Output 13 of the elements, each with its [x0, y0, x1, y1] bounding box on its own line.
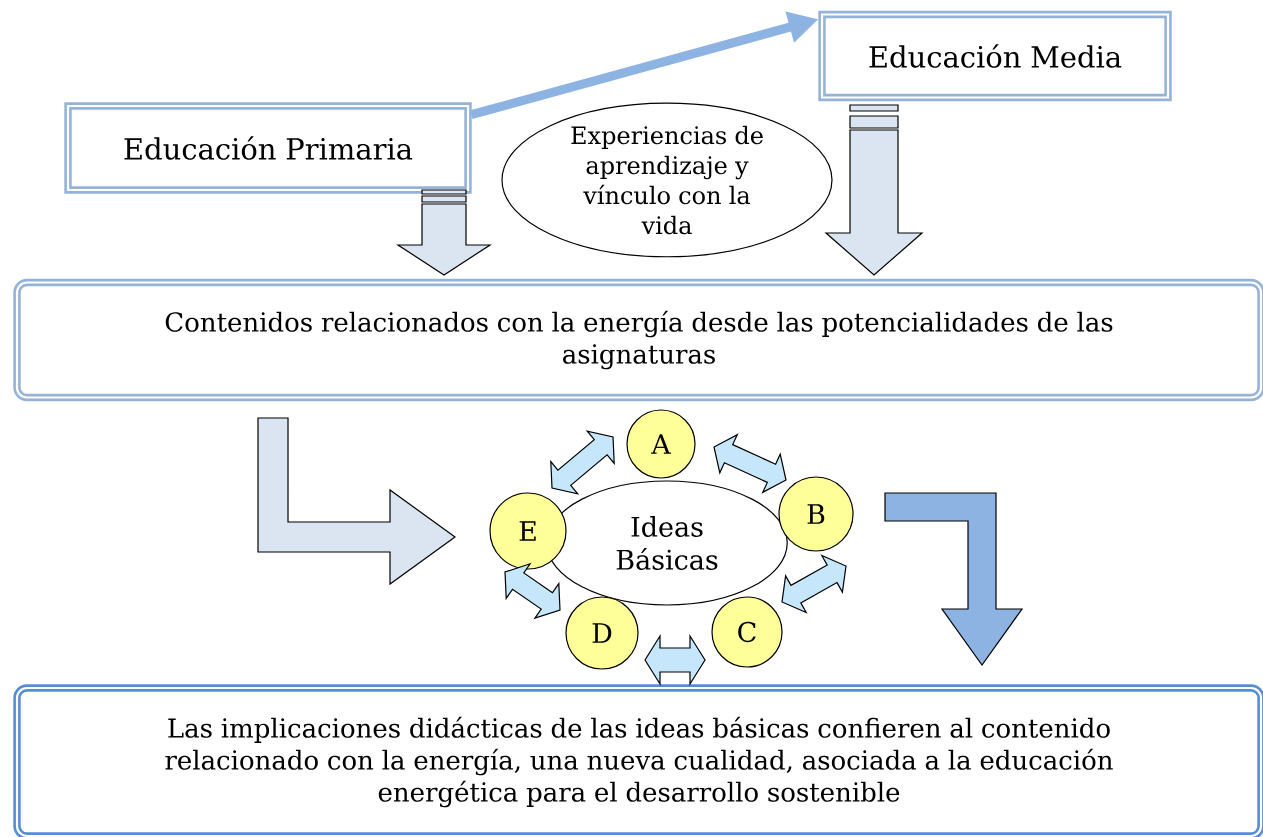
content-box: Las implicaciones didácticas de las ideas básicas confieren al contenido relacionado con la energía, una nueva cualidad, asociada a la educación energética para el desarrollo sostenible: [13, 684, 1263, 837]
block-arrow: [257, 417, 457, 586]
block-arrow: [644, 633, 706, 687]
block-arrow: [824, 104, 924, 276]
block-arrow: [781, 554, 847, 614]
block-arrow: [550, 430, 615, 495]
block-arrow: [884, 492, 1024, 667]
level-box: Educación Primaria: [64, 102, 472, 194]
block-arrow: [396, 189, 493, 276]
block-arrow: [713, 433, 787, 494]
content-box: Contenidos relacionados con la energía desde las potencialidades de las asignaturas: [13, 278, 1263, 402]
level-box: Educación Media: [818, 10, 1172, 102]
block-arrow: [504, 562, 561, 620]
